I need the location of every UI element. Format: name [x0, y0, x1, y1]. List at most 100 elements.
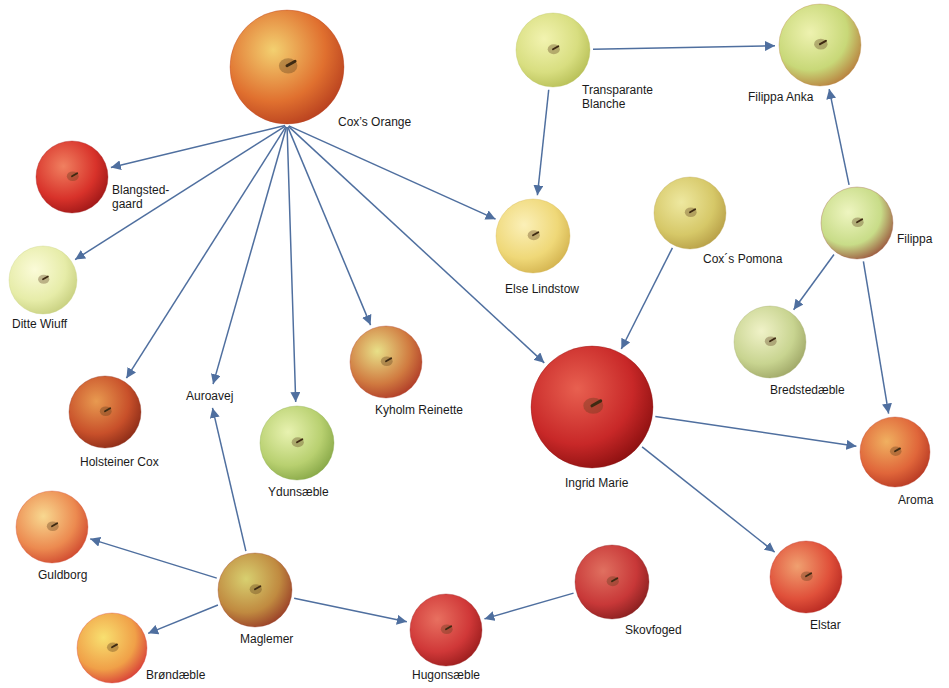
- apple-body: [350, 326, 422, 398]
- apple-illustration: [778, 3, 862, 87]
- variety-label: Else Lindstow: [505, 282, 579, 296]
- apple-node: Else Lindstow: [495, 198, 571, 274]
- apple-cavity: [765, 336, 777, 346]
- variety-label: Ditte Wiuff: [12, 317, 67, 331]
- variety-label: Cox’s Orange: [338, 115, 411, 129]
- apple-illustration: [495, 198, 571, 274]
- apple-stem: [806, 573, 811, 576]
- variety-label: Kyholm Reinette: [375, 403, 463, 417]
- apple-illustration: [229, 9, 345, 125]
- apple-stem: [52, 523, 57, 526]
- apple-stem: [446, 626, 451, 629]
- apple-body: [77, 613, 147, 683]
- apple-stem: [386, 358, 391, 361]
- apple-illustration: [530, 345, 654, 469]
- variety-label: Cox´s Pomona: [703, 252, 782, 266]
- apple-cavity: [528, 230, 540, 240]
- apple-body: [260, 406, 334, 480]
- apple-cavity: [890, 447, 902, 456]
- pedigree-arrow: [655, 416, 856, 446]
- apple-body: [16, 491, 88, 563]
- pedigree-arrow: [593, 46, 775, 49]
- apple-node: Blangsted- gaard: [35, 140, 109, 214]
- apple-node: Elstar: [769, 540, 843, 614]
- apple-stem: [255, 586, 260, 589]
- apple-body: [516, 13, 590, 87]
- apple-node: Cox´s Pomona: [653, 176, 727, 250]
- apple-node: Filippa Anka: [778, 3, 862, 87]
- apple-node: Guldborg: [15, 490, 89, 564]
- apple-illustration: [574, 544, 650, 620]
- apple-stem: [553, 46, 558, 49]
- pedigree-arrow: [90, 539, 217, 578]
- apple-stem: [72, 173, 77, 176]
- apple-stem: [43, 277, 48, 280]
- apple-body: [36, 141, 108, 213]
- pedigree-arrow: [287, 127, 296, 402]
- apple-stem: [690, 209, 695, 212]
- apple-stem: [105, 408, 110, 411]
- apple-node: Maglemer: [217, 552, 293, 628]
- apple-body: [734, 306, 806, 378]
- apple-cavity: [814, 39, 827, 50]
- apple-node: Kyholm Reinette: [349, 325, 423, 399]
- apple-node: Transparante Blanche: [515, 12, 591, 88]
- variety-label: Elstar: [810, 618, 841, 632]
- apple-body: [410, 594, 482, 666]
- apple-node: Brøndæble: [76, 612, 148, 684]
- pedigree-arrow: [294, 598, 407, 622]
- apple-cavity: [100, 406, 112, 416]
- apple-cavity: [107, 643, 119, 652]
- variety-label: Auroavej: [186, 389, 233, 403]
- variety-label: Maglemer: [240, 632, 293, 646]
- apple-illustration: [76, 612, 148, 684]
- apple-illustration: [859, 416, 931, 488]
- apple-stem: [533, 232, 538, 235]
- apple-body: [9, 246, 77, 314]
- apple-node: Ingrid Marie: [530, 345, 654, 469]
- apple-body: [654, 177, 726, 249]
- apple-node: Holsteiner Cox: [68, 375, 142, 449]
- apple-cavity: [801, 571, 813, 581]
- variety-label: Holsteiner Cox: [80, 455, 159, 469]
- variety-node: Auroavej: [184, 387, 235, 405]
- variety-label: Guldborg: [38, 568, 87, 582]
- apple-illustration: [349, 325, 423, 399]
- variety-label: Aroma: [898, 493, 933, 507]
- apple-illustration: [409, 593, 483, 667]
- pedigree-arrow: [213, 127, 286, 384]
- apple-stem: [820, 41, 826, 44]
- apple-node: Skovfoged: [574, 544, 650, 620]
- apple-illustration: [769, 540, 843, 614]
- apple-illustration: [653, 176, 727, 250]
- apple-illustration: [68, 375, 142, 449]
- apple-stem: [592, 401, 601, 406]
- apple-node: Filippa: [820, 186, 894, 260]
- variety-label: Skovfoged: [625, 623, 682, 637]
- apple-body: [770, 541, 842, 613]
- apple-illustration: [217, 552, 293, 628]
- pedigree-arrow: [111, 125, 285, 167]
- pedigree-arrow: [148, 605, 218, 633]
- variety-label: Transparante Blanche: [582, 83, 662, 111]
- variety-label: Filippa: [897, 232, 932, 246]
- apple-cavity: [852, 217, 864, 227]
- apple-illustration: [259, 405, 335, 481]
- apple-node: Hugonsæble: [409, 593, 483, 667]
- apple-cavity: [583, 398, 603, 414]
- apple-node: Aroma: [859, 416, 931, 488]
- apple-cavity: [441, 624, 453, 634]
- apple-body: [575, 545, 649, 619]
- apple-stem: [895, 448, 900, 451]
- apple-cavity: [67, 171, 79, 181]
- apple-stem: [612, 578, 617, 581]
- apple-illustration: [820, 186, 894, 260]
- variety-label: Filippa Anka: [748, 90, 813, 104]
- apple-body: [496, 199, 570, 273]
- pedigree-arrow: [126, 127, 286, 379]
- pedigree-arrow: [794, 254, 834, 309]
- apple-illustration: [733, 305, 807, 379]
- apple-cavity: [279, 58, 298, 73]
- apple-cavity: [250, 584, 262, 594]
